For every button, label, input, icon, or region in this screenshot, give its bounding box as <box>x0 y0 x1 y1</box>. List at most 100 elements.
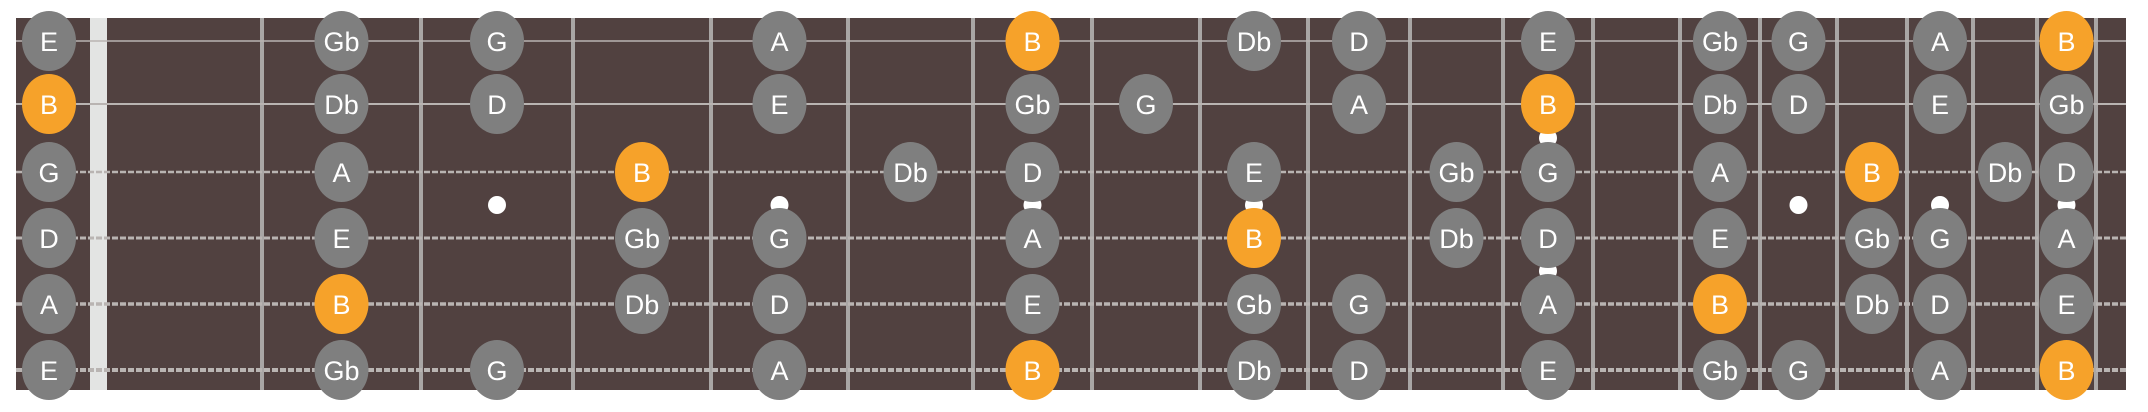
note-label: Gb <box>323 27 359 57</box>
note-marker: B <box>1227 208 1281 268</box>
note-label: G <box>1929 224 1950 254</box>
note-circle <box>615 274 669 334</box>
note-circle <box>752 274 807 334</box>
note-marker: E <box>1521 340 1575 400</box>
note-label: Db <box>1988 158 2023 188</box>
note-marker: B <box>2039 11 2094 71</box>
fret-wire <box>1758 18 1762 390</box>
note-label: G <box>486 356 507 386</box>
note-label: G <box>486 27 507 57</box>
note-circle <box>1005 208 1060 268</box>
note-marker: Gb <box>314 340 369 400</box>
note-label: Db <box>1237 356 1272 386</box>
note-label: B <box>2057 356 2075 386</box>
note-label: Db <box>1855 290 1890 320</box>
note-label: G <box>1135 90 1156 120</box>
note-label: D <box>1023 158 1043 188</box>
note-circle <box>22 11 76 71</box>
note-label: B <box>1539 90 1557 120</box>
note-circle <box>1693 340 1747 400</box>
note-marker: E <box>2039 274 2094 334</box>
note-circle <box>1845 274 1899 334</box>
note-circle <box>470 11 524 71</box>
note-label: Gb <box>1438 158 1474 188</box>
note-circle <box>1332 11 1386 71</box>
note-marker: A <box>1913 11 1967 71</box>
note-marker: G <box>752 208 807 268</box>
note-circle <box>1693 74 1747 134</box>
root-note-circle <box>1005 11 1060 71</box>
note-label: B <box>1245 224 1263 254</box>
note-marker: Gb <box>1693 340 1747 400</box>
note-circle <box>22 142 76 202</box>
fret-wire <box>419 18 423 390</box>
note-label: E <box>1539 356 1557 386</box>
note-label: B <box>40 90 58 120</box>
note-marker: G <box>1771 11 1826 71</box>
note-marker: G <box>470 11 524 71</box>
note-label: D <box>39 224 59 254</box>
note-marker: B <box>1005 340 1060 400</box>
note-label: B <box>1863 158 1881 188</box>
note-label: B <box>332 290 350 320</box>
note-marker: A <box>314 142 369 202</box>
note-circle <box>314 340 369 400</box>
note-label: A <box>1931 356 1949 386</box>
root-note-circle <box>615 142 669 202</box>
note-label: D <box>1930 290 1950 320</box>
note-marker: B <box>314 274 369 334</box>
note-label: A <box>1539 290 1557 320</box>
note-marker: B <box>1845 142 1899 202</box>
note-label: A <box>332 158 350 188</box>
fret-wire <box>971 18 975 390</box>
note-label: E <box>770 90 788 120</box>
note-circle <box>1771 340 1826 400</box>
note-marker: A <box>752 340 807 400</box>
note-marker: A <box>1521 274 1575 334</box>
note-circle <box>2039 274 2094 334</box>
note-marker: D <box>1332 11 1386 71</box>
note-circle <box>752 74 807 134</box>
note-label: A <box>1023 224 1041 254</box>
note-circle <box>314 11 369 71</box>
note-marker: A <box>1005 208 1060 268</box>
note-label: A <box>2057 224 2075 254</box>
note-label: B <box>2057 27 2075 57</box>
note-marker: Db <box>1978 142 2032 202</box>
note-circle <box>2039 142 2094 202</box>
note-label: D <box>1789 90 1809 120</box>
note-circle <box>470 74 524 134</box>
note-marker: D <box>752 274 807 334</box>
note-marker: G <box>1913 208 1967 268</box>
note-label: D <box>1538 224 1558 254</box>
note-label: B <box>1711 290 1729 320</box>
note-circle <box>1521 11 1575 71</box>
note-marker: G <box>1119 74 1173 134</box>
note-marker: D <box>1913 274 1967 334</box>
note-label: E <box>1539 27 1557 57</box>
fret-wire <box>1408 18 1412 390</box>
note-circle <box>1227 11 1281 71</box>
note-circle <box>883 142 938 202</box>
root-note-circle <box>1521 74 1575 134</box>
note-circle <box>1227 274 1281 334</box>
note-circle <box>1913 340 1967 400</box>
note-circle <box>1332 74 1386 134</box>
fret-wire <box>571 18 575 390</box>
note-marker: A <box>1332 74 1386 134</box>
note-marker: Gb <box>1227 274 1281 334</box>
note-label: Db <box>1237 27 1272 57</box>
fret-wire <box>846 18 850 390</box>
note-marker: E <box>1913 74 1967 134</box>
note-circle <box>1005 274 1060 334</box>
note-circle <box>2039 74 2094 134</box>
note-marker: Db <box>1429 208 1484 268</box>
fret-marker-dot <box>1789 196 1808 214</box>
note-marker: B <box>1693 274 1747 334</box>
note-marker: E <box>1693 208 1747 268</box>
note-circle <box>1913 208 1967 268</box>
note-marker: D <box>2039 142 2094 202</box>
note-marker: Gb <box>1429 142 1484 202</box>
note-circle <box>1227 340 1281 400</box>
